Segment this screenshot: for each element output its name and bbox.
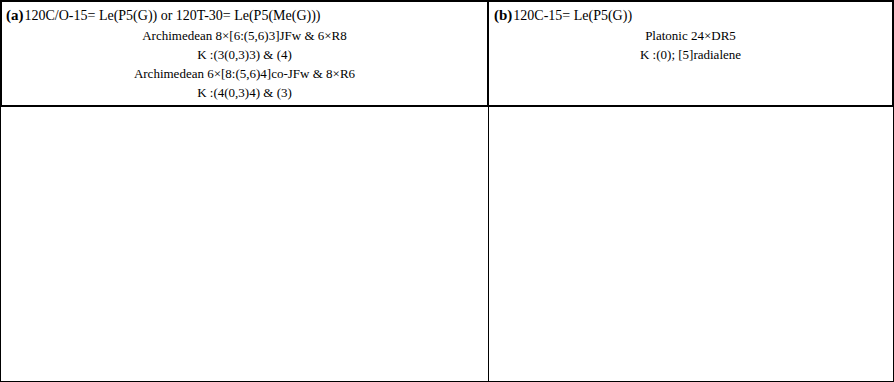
row-rule [0, 106, 894, 107]
description-line: K :(3(0,3)3) & (4) [6, 45, 483, 64]
header-line: (b)120C-15= Le(P5(G)) [494, 5, 887, 26]
formula-text: 120C/O-15= Le(P5(G)) or 120T-30= Le(P5(M… [25, 8, 321, 23]
formula-text: 120C-15= Le(P5(G)) [513, 8, 632, 23]
description-line: K :(0); [5]radialene [494, 45, 887, 64]
description-line: Platonic 24×DR5 [494, 26, 887, 45]
description-line: K :(4(0,3)4) & (3) [6, 83, 483, 102]
table-cell: (a)120C/O-15= Le(P5(G)) or 120T-30= Le(P… [1, 1, 488, 106]
panel-label: (a) [6, 7, 24, 23]
description-line: Archimedean 8×[6:(5,6)3]JFw & 6×R8 [6, 26, 483, 45]
description-line: Archimedean 6×[8:(5,6)4]co-JFw & 8×R6 [6, 64, 483, 83]
table-cell: (b)120C-15= Le(P5(G))Platonic 24×DR5K :(… [488, 1, 893, 106]
panel-label: (b) [494, 7, 512, 23]
header-line: (a)120C/O-15= Le(P5(G)) or 120T-30= Le(P… [6, 5, 483, 26]
